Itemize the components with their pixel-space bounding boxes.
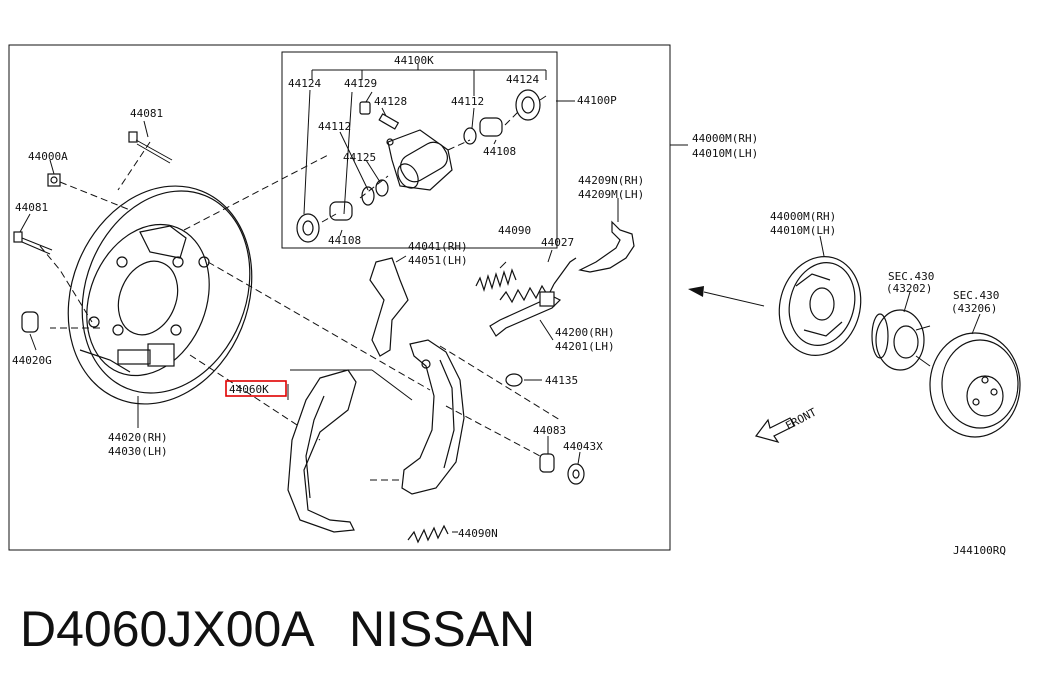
label-44090N: 44090N bbox=[458, 527, 498, 540]
label-44020G: 44020G bbox=[12, 354, 52, 367]
label-44112-right: 44112 bbox=[451, 95, 484, 108]
label-44027: 44027 bbox=[541, 236, 574, 249]
spring-44090N-drawing bbox=[407, 524, 449, 544]
drum-43206-drawing bbox=[929, 332, 1021, 438]
label-44200-rh: 44200(RH) bbox=[555, 326, 615, 339]
label-44209N-rh: 44209N(RH) bbox=[578, 174, 644, 187]
plug-44020G-drawing bbox=[21, 311, 39, 333]
lever-44041-drawing bbox=[369, 257, 409, 357]
brake-shoe-left-drawing bbox=[287, 369, 357, 533]
label-44090: 44090 bbox=[498, 224, 531, 237]
footer-brand: NISSAN bbox=[349, 601, 535, 657]
highlight-box-44060K bbox=[225, 380, 287, 397]
label-44201-lh: 44201(LH) bbox=[555, 340, 615, 353]
wheel-cylinder-frame bbox=[281, 51, 558, 249]
label-44060K[interactable]: 44060K bbox=[229, 383, 269, 396]
footer-part-number: D4060JX00A bbox=[20, 601, 315, 657]
brake-assembly-inset-drawing bbox=[778, 256, 862, 356]
label-44124-right: 44124 bbox=[506, 73, 539, 86]
pin-44135-drawing bbox=[505, 373, 523, 387]
label-44125: 44125 bbox=[343, 151, 376, 164]
bolt-44081-lower-drawing bbox=[13, 231, 53, 255]
label-44010M-lh: 44010M(LH) bbox=[692, 147, 758, 160]
label-44020-rh: 44020(RH) bbox=[108, 431, 168, 444]
label-44081-upper: 44081 bbox=[130, 107, 163, 120]
label-44051-lh: 44051(LH) bbox=[408, 254, 468, 267]
label-44083: 44083 bbox=[533, 424, 566, 437]
retainer-44083-drawing bbox=[539, 453, 555, 473]
spring-44090-drawing bbox=[475, 268, 517, 293]
label-44043X: 44043X bbox=[563, 440, 603, 453]
label-44108-left: 44108 bbox=[328, 234, 361, 247]
label-44108-right: 44108 bbox=[483, 145, 516, 158]
label-44129: 44129 bbox=[344, 77, 377, 90]
front-arrow-icon bbox=[754, 417, 795, 444]
label-sec430-b: SEC.430 bbox=[953, 289, 999, 302]
label-44030-lh: 44030(LH) bbox=[108, 445, 168, 458]
wheel-cylinder-drawing bbox=[386, 129, 453, 191]
diagram-code: J44100RQ bbox=[953, 544, 1006, 557]
piston-44108-right-drawing bbox=[463, 117, 503, 145]
label-inset-44000M-rh: 44000M(RH) bbox=[770, 210, 836, 223]
adjuster-44200-drawing bbox=[489, 291, 562, 337]
bolt-44081-upper-drawing bbox=[128, 131, 173, 164]
label-44100P: 44100P bbox=[577, 94, 617, 107]
label-44135: 44135 bbox=[545, 374, 578, 387]
label-44112-left: 44112 bbox=[318, 120, 351, 133]
label-sec430-a-ref: (43202) bbox=[886, 282, 932, 295]
spring-44125-drawing bbox=[361, 179, 389, 206]
brake-shoe-right-drawing bbox=[401, 339, 465, 495]
label-44000A: 44000A bbox=[28, 150, 68, 163]
cap-44129-drawing bbox=[359, 101, 371, 115]
direction-arrow-icon bbox=[688, 286, 765, 307]
label-sec430-a: SEC.430 bbox=[888, 270, 934, 283]
label-44209M-lh: 44209M(LH) bbox=[578, 188, 644, 201]
hub-43202-drawing bbox=[871, 309, 931, 371]
label-44100K: 44100K bbox=[394, 54, 434, 67]
label-front: FRONT bbox=[783, 405, 819, 432]
washer-44043X-drawing bbox=[567, 463, 585, 485]
lever-44209-drawing bbox=[578, 220, 635, 273]
boot-44100P-drawing bbox=[515, 89, 541, 121]
spring-44027-drawing bbox=[499, 257, 577, 304]
bleeder-44128-drawing bbox=[378, 113, 400, 130]
main-frame bbox=[8, 44, 671, 551]
label-sec430-b-ref: (43206) bbox=[951, 302, 997, 315]
piston-44108-left-drawing bbox=[296, 201, 353, 243]
nut-44000A-drawing bbox=[47, 173, 61, 187]
label-inset-44010M-lh: 44010M(LH) bbox=[770, 224, 836, 237]
label-44041-rh: 44041(RH) bbox=[408, 240, 468, 253]
label-44128: 44128 bbox=[374, 95, 407, 108]
label-44000M-rh: 44000M(RH) bbox=[692, 132, 758, 145]
backing-plate-drawing bbox=[67, 185, 253, 405]
label-44124-left: 44124 bbox=[288, 77, 321, 90]
label-44081-lower: 44081 bbox=[15, 201, 48, 214]
